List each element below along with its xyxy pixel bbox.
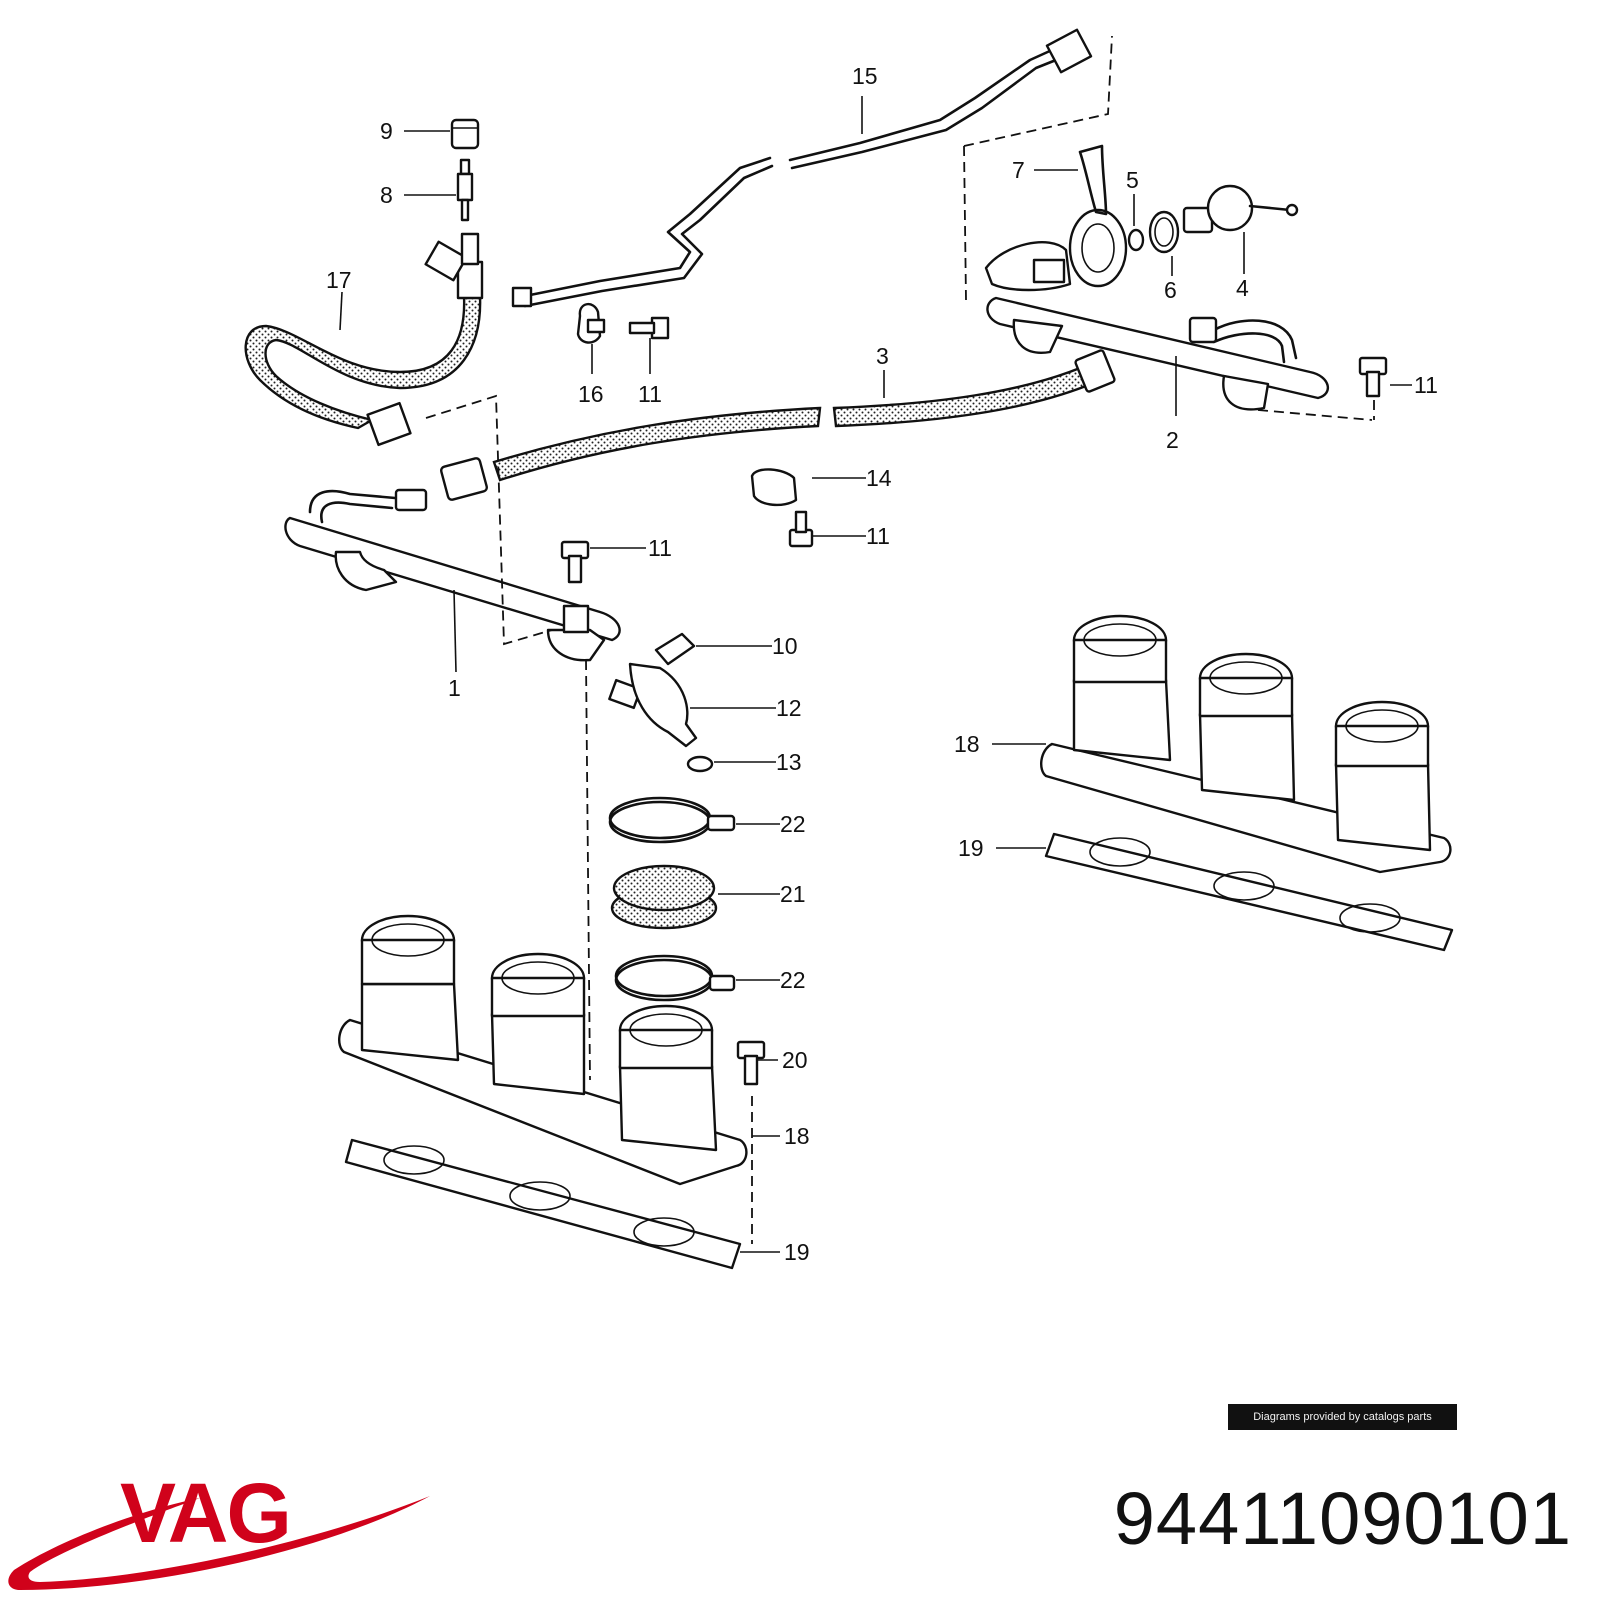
pressure-damper-4	[1182, 184, 1299, 234]
callout-5: 5	[1126, 167, 1139, 193]
assembly-lines	[425, 35, 1375, 1244]
callout-19-right: 19	[958, 835, 984, 861]
fuel-hose-3	[439, 349, 1116, 501]
seal-ring-6	[1148, 210, 1180, 254]
callout-19-left: 19	[784, 1239, 810, 1265]
callout-17: 17	[326, 267, 352, 293]
callout-3: 3	[876, 343, 889, 369]
callout-16: 16	[578, 381, 604, 407]
intake-manifold-18-left	[338, 914, 748, 1186]
hose-clip-16	[576, 303, 606, 344]
bolt-20	[736, 1040, 766, 1086]
callout-20: 20	[782, 1047, 808, 1073]
bolt-11-left	[560, 540, 590, 584]
callout-21: 21	[780, 881, 806, 907]
callout-8: 8	[380, 182, 393, 208]
bolt-11-right	[1358, 356, 1388, 398]
fuel-hose-17	[244, 232, 484, 447]
callouts: 9 8 17 15 7 5 6 4 3 16 11 11 2 14 11 11 …	[326, 63, 1438, 1265]
diagram-credit: Diagrams provided by catalogs parts	[1228, 1404, 1457, 1430]
callout-11-right: 11	[1414, 372, 1438, 398]
callout-18-left: 18	[784, 1123, 810, 1149]
retaining-clip-7	[1078, 144, 1108, 216]
callout-11-top: 11	[638, 381, 662, 407]
callout-22-lower: 22	[780, 967, 806, 993]
callout-18-right: 18	[954, 731, 980, 757]
callout-12: 12	[776, 695, 802, 721]
callout-1: 1	[448, 675, 461, 701]
bolt-11-middle	[788, 510, 814, 548]
intake-manifold-18-right	[1040, 614, 1452, 874]
callout-9: 9	[380, 118, 393, 144]
hose-clip-14	[750, 468, 798, 507]
rubber-coupling-21	[610, 864, 718, 930]
callout-6: 6	[1164, 277, 1177, 303]
callout-14: 14	[866, 465, 892, 491]
vag-logo: VAG	[8, 1466, 431, 1590]
callout-13: 13	[776, 749, 802, 775]
fuel-line-15	[511, 28, 1093, 308]
intake-gasket-19-right	[1044, 832, 1454, 952]
intake-gasket-19-left	[344, 1138, 742, 1270]
callout-11-middle: 11	[866, 523, 890, 549]
o-ring-5	[1127, 228, 1145, 252]
callout-11-left: 11	[648, 535, 672, 561]
callout-10: 10	[772, 633, 798, 659]
fuel-rail-2	[984, 208, 1329, 411]
hose-clamp-22-lower	[614, 954, 736, 1002]
callout-15: 15	[852, 63, 878, 89]
logo-text: VAG	[120, 1466, 290, 1560]
callout-22-upper: 22	[780, 811, 806, 837]
o-ring-13	[686, 755, 714, 773]
part-number: 94411090101	[1113, 1477, 1572, 1560]
callout-2: 2	[1166, 427, 1179, 453]
valve-cap-9	[450, 118, 480, 150]
hose-clamp-22-upper	[608, 796, 736, 844]
bolt-11-top	[628, 316, 670, 340]
schrader-valve-8	[456, 158, 474, 222]
fuel-rail-1	[284, 488, 621, 662]
callout-4: 4	[1236, 275, 1249, 301]
fuel-injector-12	[608, 662, 698, 748]
injector-clip-10	[654, 632, 696, 666]
leader-lines	[339, 96, 1412, 1253]
callout-7: 7	[1012, 157, 1025, 183]
